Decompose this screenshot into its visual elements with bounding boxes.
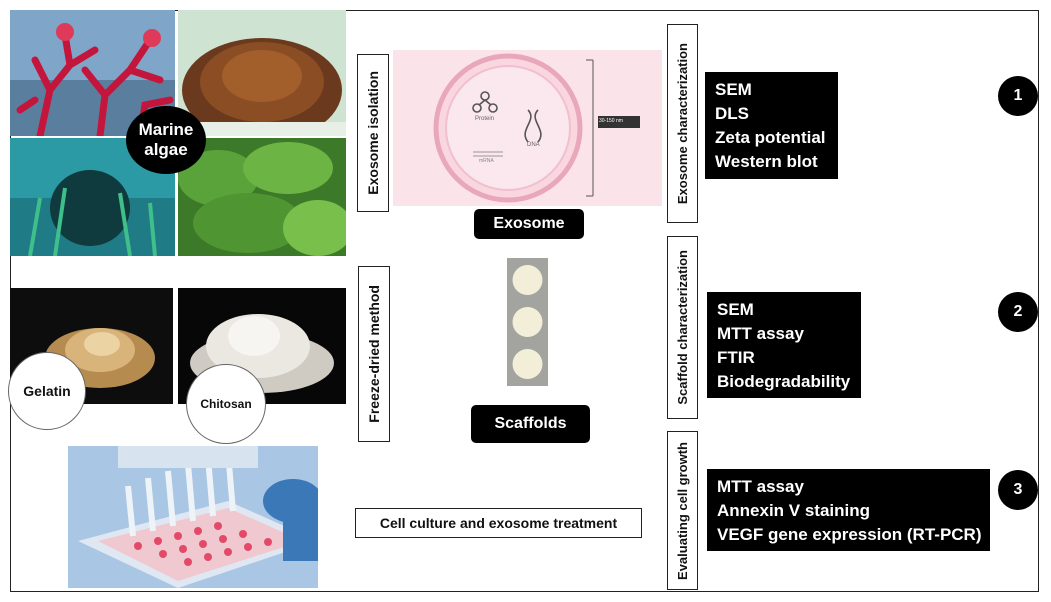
list-item: Western blot [715, 152, 818, 171]
step-number-1-text: 1 [1013, 87, 1023, 104]
freeze-dried-method-box: Freeze-dried method [358, 266, 390, 442]
scaffold-characterization-text: Scaffold characterization [675, 250, 690, 405]
cell-culture-text: Cell culture and exosome treatment [379, 515, 618, 531]
list-item: MTT assay [717, 477, 804, 496]
scaffolds-label: Scaffolds [471, 405, 590, 443]
gelatin-label: Gelatin [8, 352, 86, 430]
exosome-label: Exosome [474, 209, 584, 239]
marine-algae-label-line1: Marine [138, 120, 194, 139]
exosome-illustration: Protein DNA mRNA 30-150 nm [393, 50, 662, 206]
list-item: FTIR [717, 348, 755, 367]
step-number-3-text: 3 [1013, 481, 1023, 498]
list-item: SEM [717, 300, 754, 319]
exosome-characterization-box: Exosome characterization [667, 24, 698, 223]
chitosan-label-text: Chitosan [200, 397, 252, 411]
step-number-1: 1 [998, 76, 1038, 116]
protein-text: Protein [475, 116, 495, 122]
exosome-label-text: Exosome [493, 215, 565, 232]
cell-growth-list: MTT assay Annexin V staining VEGF gene e… [707, 469, 990, 551]
green-sea-algae-photo [10, 138, 175, 256]
brown-algae-photo [178, 10, 346, 136]
green-leafy-algae-photo [178, 138, 346, 256]
evaluating-cell-growth-text: Evaluating cell growth [675, 441, 690, 580]
cell-culture-box: Cell culture and exosome treatment [355, 508, 642, 538]
scaffolds-photo [507, 258, 548, 386]
exosome-isolation-text: Exosome isolation [365, 71, 381, 195]
gelatin-label-text: Gelatin [23, 383, 71, 399]
chitosan-label: Chitosan [186, 364, 266, 444]
step-number-2: 2 [998, 292, 1038, 332]
list-item: VEGF gene expression (RT-PCR) [717, 525, 982, 544]
cell-culture-plate-photo [68, 446, 318, 588]
evaluating-cell-growth-box: Evaluating cell growth [667, 431, 698, 590]
step-number-2-text: 2 [1013, 303, 1023, 320]
scaffolds-label-text: Scaffolds [494, 415, 567, 432]
exosome-characterization-list: SEM DLS Zeta potential Western blot [705, 72, 838, 179]
marine-algae-label: Marine algae [126, 106, 206, 174]
dna-text: DNA [527, 142, 540, 148]
list-item: Zeta potential [715, 128, 826, 147]
exosome-isolation-box: Exosome isolation [357, 54, 389, 212]
scaffold-characterization-box: Scaffold characterization [667, 236, 698, 419]
list-item: DLS [715, 104, 749, 123]
size-text: 30-150 nm [599, 118, 623, 124]
list-item: Annexin V staining [717, 501, 871, 520]
marine-algae-label-line2: algae [144, 140, 188, 159]
freeze-dried-method-text: Freeze-dried method [366, 285, 382, 423]
list-item: MTT assay [717, 324, 804, 343]
step-number-3: 3 [998, 470, 1038, 510]
scaffold-characterization-list: SEM MTT assay FTIR Biodegradability [707, 292, 861, 398]
list-item: SEM [715, 80, 752, 99]
list-item: Biodegradability [717, 372, 851, 391]
mrna-text: mRNA [479, 158, 494, 164]
exosome-characterization-text: Exosome characterization [675, 42, 690, 205]
